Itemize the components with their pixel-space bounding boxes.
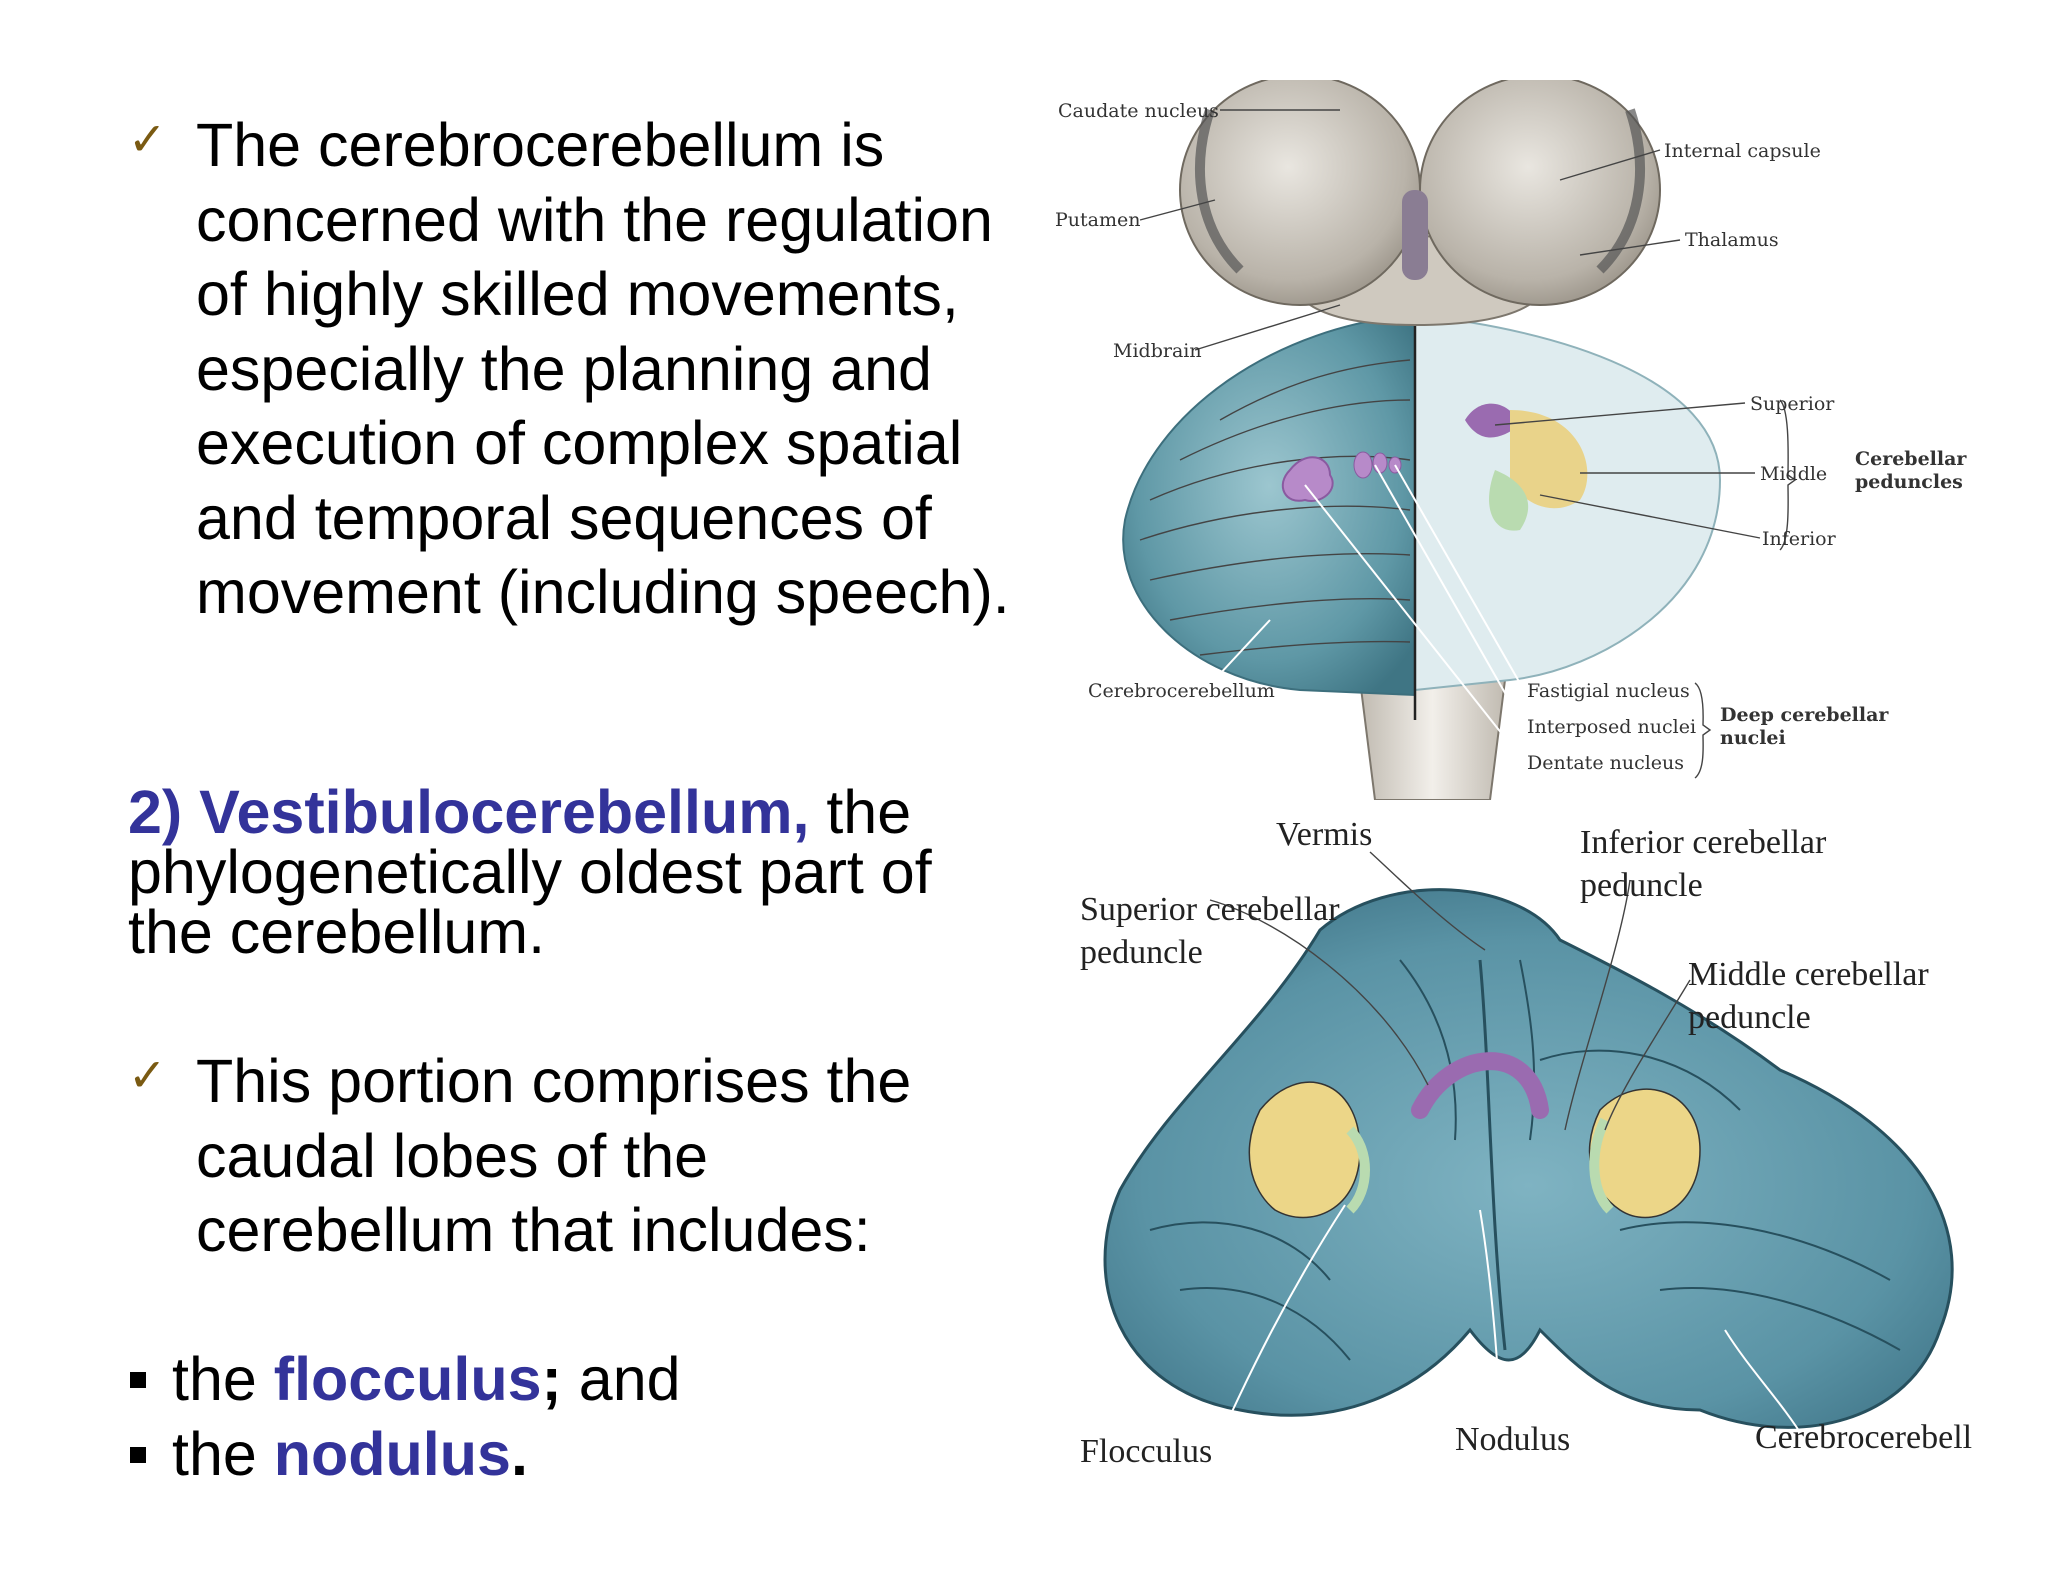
- label-inferior-cerebellar-peduncle-1: Inferior cerebellar: [1580, 824, 1827, 861]
- label-caudate-nucleus: Caudate nucleus: [1058, 100, 1219, 122]
- label-fastigial-nucleus: Fastigial nucleus: [1527, 680, 1690, 702]
- label-middle-cerebellar-peduncle-2: peduncle: [1688, 999, 1811, 1036]
- label-flocculus: Flocculus: [1080, 1433, 1212, 1470]
- brain-illustration: [1122, 80, 1722, 800]
- label-internal-capsule: Internal capsule: [1664, 140, 1821, 162]
- label-middle-cerebellar-peduncle-1: Middle cerebellar: [1688, 956, 1929, 993]
- label-nuclei: nuclei: [1720, 727, 1786, 749]
- checkmark-icon: ✓: [128, 112, 167, 166]
- label-interposed-nuclei: Interposed nuclei: [1527, 716, 1696, 738]
- label-cerebrocerebellum: Cerebrocerebellum: [1088, 680, 1275, 702]
- label-dentate-nucleus: Dentate nucleus: [1527, 752, 1684, 774]
- brainstem-cerebellum-figure: Caudate nucleus Internal capsule Putamen…: [1055, 80, 1967, 800]
- cerebellum-illustration: [1103, 888, 1954, 1429]
- list-item: the nodulus.: [130, 1417, 681, 1492]
- list-item-prefix: the: [172, 1345, 274, 1413]
- caudal-lobes-paragraph: This portion comprises the caudal lobes …: [196, 1047, 912, 1264]
- list-item-punct: ;: [541, 1345, 562, 1413]
- checkmark-icon: ✓: [128, 1048, 167, 1102]
- square-bullet-icon: [130, 1371, 146, 1388]
- label-cerebrocerebellum: Cerebrocerebell: [1755, 1419, 1972, 1456]
- nodulus-term: nodulus: [273, 1420, 511, 1488]
- label-deep-cerebellar: Deep cerebellar: [1720, 704, 1889, 726]
- cerebellum-inferior-view-figure: Vermis Inferior cerebellar peduncle Supe…: [1080, 816, 1972, 1470]
- label-superior: Superior: [1750, 393, 1835, 415]
- label-thalamus: Thalamus: [1685, 229, 1779, 251]
- flocculus-term: flocculus: [273, 1345, 542, 1413]
- label-superior-cerebellar-peduncle-2: peduncle: [1080, 934, 1203, 971]
- label-peduncles: peduncles: [1855, 471, 1963, 493]
- label-midbrain: Midbrain: [1113, 340, 1202, 362]
- label-inferior-cerebellar-peduncle-2: peduncle: [1580, 867, 1703, 904]
- list-item-punct: .: [510, 1420, 528, 1488]
- label-vermis: Vermis: [1276, 816, 1372, 853]
- list-item: the flocculus; and: [130, 1342, 681, 1417]
- vestibulocerebellum-paragraph: 2) Vestibulocerebellum, the phylogenetic…: [128, 782, 1008, 963]
- label-superior-cerebellar-peduncle-1: Superior cerebellar: [1080, 891, 1340, 928]
- label-inferior: Inferior: [1762, 528, 1837, 550]
- structures-list: the flocculus; and the nodulus.: [130, 1342, 681, 1492]
- section-description: the phylogenetically oldest part of the …: [128, 778, 932, 966]
- label-putamen: Putamen: [1055, 209, 1140, 231]
- label-cerebellar: Cerebellar: [1855, 448, 1967, 470]
- label-nodulus: Nodulus: [1455, 1421, 1570, 1458]
- cerebrocerebellum-paragraph: The cerebrocerebellum is concerned with …: [196, 111, 1010, 626]
- list-item-suffix: and: [561, 1345, 681, 1413]
- section-heading: 2) Vestibulocerebellum,: [128, 778, 810, 846]
- list-item-prefix: the: [172, 1420, 274, 1488]
- square-bullet-icon: [130, 1446, 146, 1463]
- label-middle: Middle: [1760, 463, 1827, 485]
